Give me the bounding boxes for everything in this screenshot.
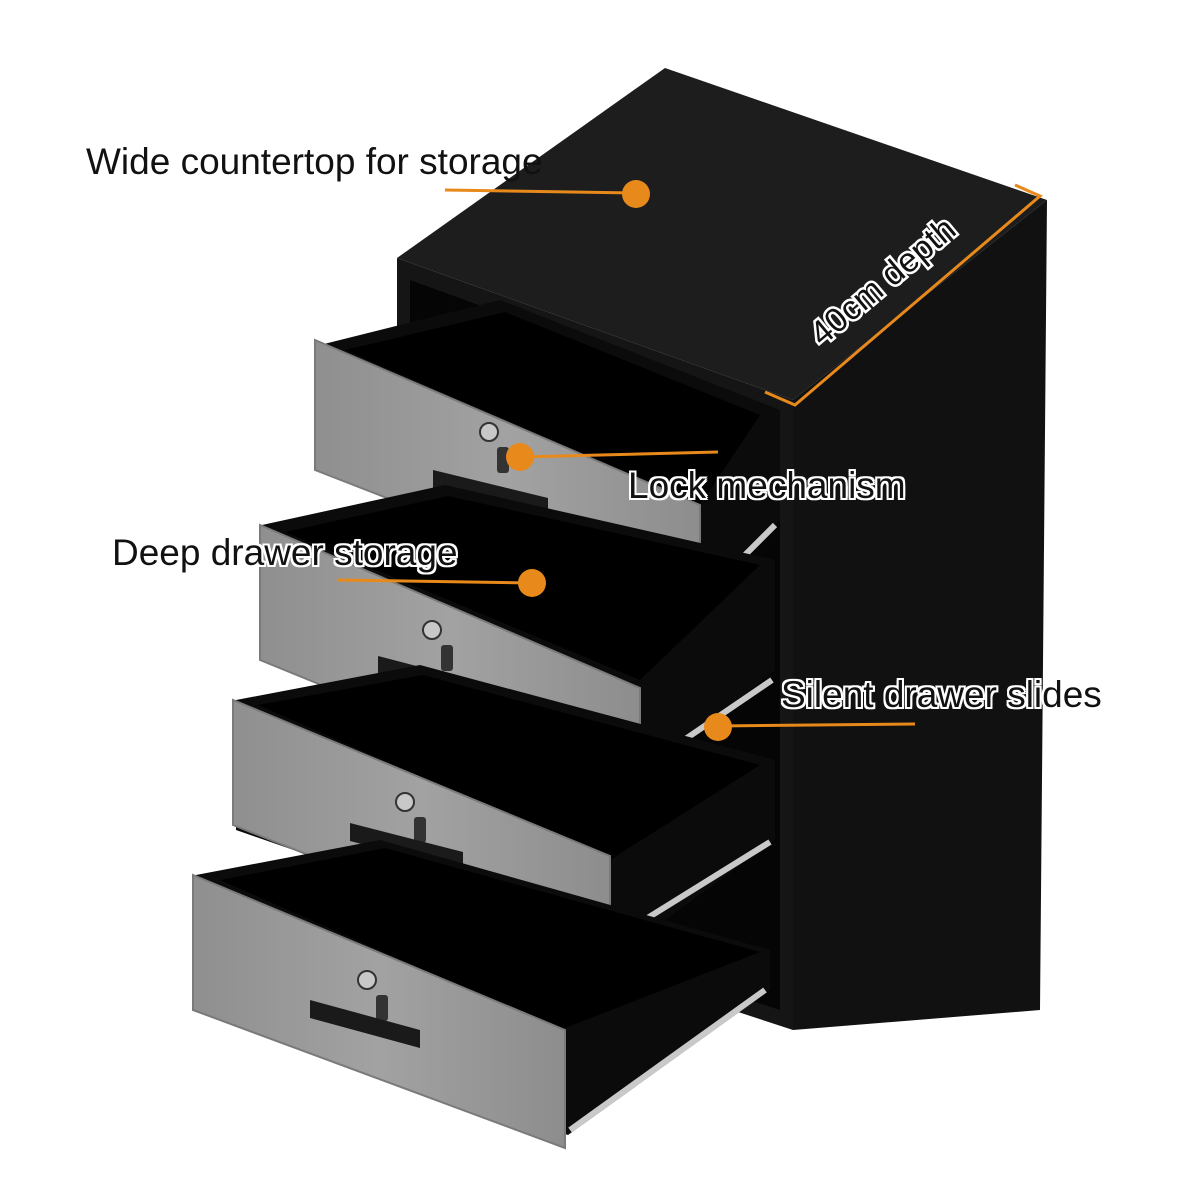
lock-icon[interactable] (357, 970, 377, 990)
callout-line (519, 450, 719, 459)
cabinet-top (397, 68, 1047, 400)
deep-drawer-label: Deep drawer storage (112, 532, 458, 573)
lock-icon[interactable] (395, 792, 415, 812)
cabinet-right-side (793, 200, 1047, 1030)
drawer-4[interactable] (192, 840, 770, 1150)
silent-slides-label: Silent drawer slides (781, 674, 1102, 715)
callout-lock (506, 443, 719, 471)
drawer-interior (258, 675, 760, 860)
drawer-slide (568, 987, 767, 1133)
callout-dot (506, 443, 534, 471)
drawer-interior (345, 312, 760, 505)
dimension-line (764, 183, 1043, 407)
callout-countertop (444, 180, 650, 208)
key-icon (414, 817, 426, 843)
callout-line (444, 188, 636, 195)
lock-icon[interactable] (479, 422, 499, 442)
countertop-label: Wide countertop for storage (86, 141, 543, 182)
callout-dot (518, 569, 546, 597)
drawer-interior (220, 848, 760, 1030)
lock-mechanism-label: Lock mechanism (628, 465, 906, 506)
key-icon (441, 645, 453, 671)
callout-dot (704, 713, 732, 741)
callout-line (337, 578, 533, 585)
lock-icon[interactable] (422, 620, 442, 640)
callout-dot (622, 180, 650, 208)
handle-icon[interactable] (310, 1000, 420, 1048)
key-icon (376, 995, 388, 1021)
callout-drawer (337, 569, 546, 597)
callout-slides (704, 713, 916, 741)
key-icon (497, 447, 509, 473)
callout-line (717, 722, 916, 728)
